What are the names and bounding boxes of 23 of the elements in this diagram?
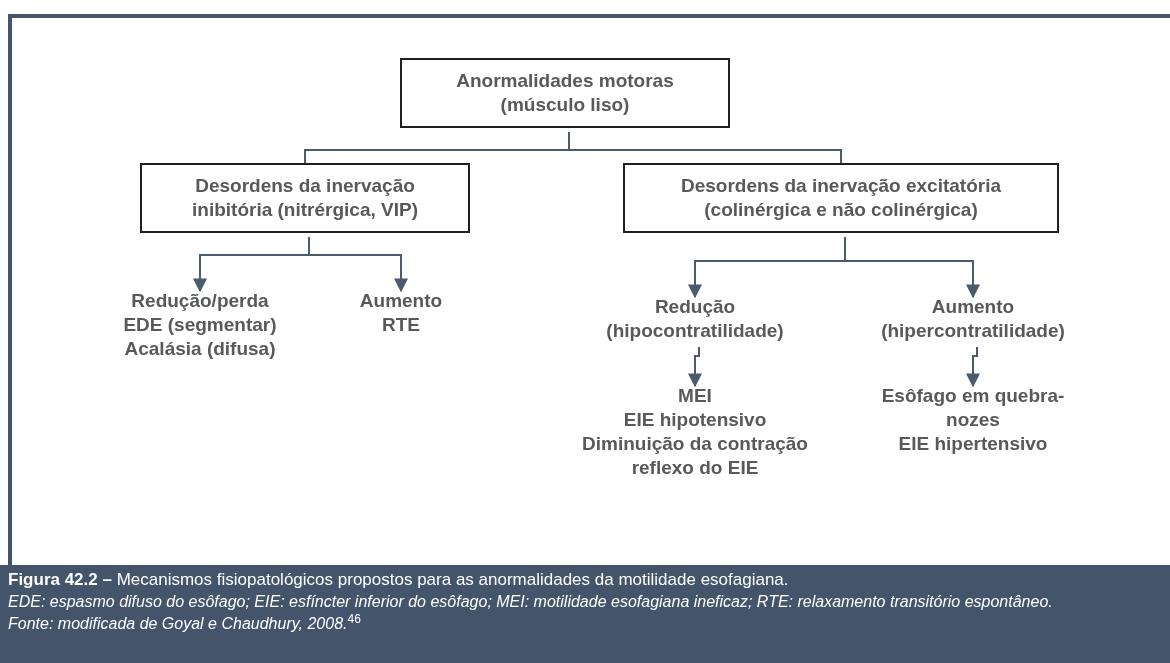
- connector-line: [568, 131, 842, 166]
- finding-text: Aumento (hipercontratilidade): [880, 295, 1066, 343]
- finding-text: Diminuição da contração reflexo do EIE: [581, 432, 809, 480]
- caption-note: EDE: espasmo difuso do esôfago; EIE: esfíncter inferior do esôfago; MEI: motilidade esofagiana ineficaz; RTE: relaxamento transitório espontâneo.: [8, 592, 1054, 612]
- finding-text: Redução (hipocontratilidade): [605, 295, 785, 343]
- arrow: [688, 346, 702, 388]
- finding-text: Esôfago em quebra-nozes: [880, 384, 1066, 432]
- category-box: Desordens da inervação inibitória (nitrérgica, VIP): [140, 163, 470, 233]
- arrow: [966, 346, 980, 388]
- finding-text: Aumento: [359, 289, 443, 313]
- finding-text: MEI: [678, 384, 712, 408]
- arrow: [308, 236, 408, 293]
- finding-text: RTE: [382, 313, 420, 337]
- category-box: Anormalidades motoras (músculo liso): [400, 58, 730, 128]
- finding-text: EIE hipertensivo: [898, 432, 1048, 456]
- finding-text: EDE (segmentar): [123, 313, 277, 337]
- finding-text: Acalásia (difusa): [124, 337, 276, 361]
- caption-note: Fonte: modificada de Goyal e Chaudhury, 2008.$^{46}$: [8, 613, 362, 634]
- figure-caption: Figura 42.2 – Mecanismos fisiopatológicos propostos para as anormalidades da motilidade esofagiana.: [8, 569, 790, 591]
- finding-text: EIE hipotensivo: [623, 408, 767, 432]
- arrow: [844, 236, 980, 299]
- finding-text: Redução/perda: [131, 289, 269, 313]
- category-box: Desordens da inervação excitatória (colinérgica e não colinérgica): [623, 163, 1059, 233]
